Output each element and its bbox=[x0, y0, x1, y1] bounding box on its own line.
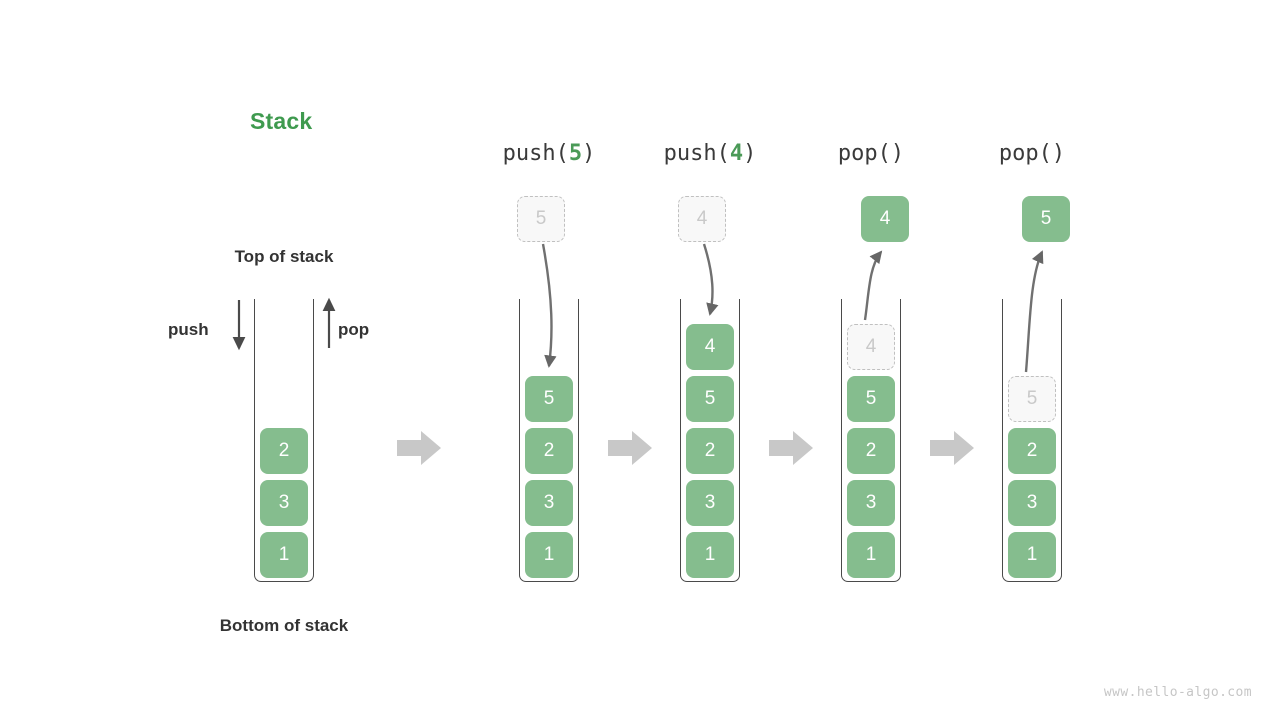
operation-paren: ) bbox=[1051, 141, 1066, 166]
stack-element: 1 bbox=[686, 532, 734, 578]
stack-container bbox=[1002, 299, 1062, 582]
stack-element: 3 bbox=[525, 480, 573, 526]
stack-container bbox=[680, 299, 740, 582]
operation-paren: ) bbox=[743, 141, 757, 166]
operation-paren: ) bbox=[582, 141, 596, 166]
bottom-of-stack-label: Bottom of stack bbox=[219, 616, 349, 635]
popped-value: 5 bbox=[1022, 196, 1070, 242]
stack-container bbox=[841, 299, 901, 582]
stack-element: 3 bbox=[1008, 480, 1056, 526]
operation-name: push( bbox=[502, 141, 569, 166]
stack-element: 3 bbox=[260, 480, 308, 526]
stack-element: 2 bbox=[686, 428, 734, 474]
operation-header: pop() bbox=[796, 141, 946, 166]
operation-name: push( bbox=[663, 141, 730, 166]
stack-element: 1 bbox=[847, 532, 895, 578]
operation-argument: 5 bbox=[568, 141, 583, 166]
operation-header: push(5) bbox=[474, 141, 624, 166]
right-arrow-icon bbox=[930, 431, 974, 465]
stack-element: 5 bbox=[525, 376, 573, 422]
stack-element-removed: 4 bbox=[847, 324, 895, 370]
pop-label: pop bbox=[338, 320, 370, 339]
operation-argument: 4 bbox=[729, 141, 744, 166]
pending-push-value: 4 bbox=[678, 196, 726, 242]
operation-name: pop( bbox=[998, 141, 1052, 166]
stack-element: 5 bbox=[847, 376, 895, 422]
stack-element: 2 bbox=[1008, 428, 1056, 474]
stack-element-removed: 5 bbox=[1008, 376, 1056, 422]
stack-element: 1 bbox=[525, 532, 573, 578]
stack-element: 5 bbox=[686, 376, 734, 422]
operation-paren: ) bbox=[890, 141, 905, 166]
right-arrow-icon bbox=[397, 431, 441, 465]
right-arrow-icon bbox=[769, 431, 813, 465]
stack-element: 2 bbox=[525, 428, 573, 474]
stack-container bbox=[254, 299, 314, 582]
stack-element: 1 bbox=[260, 532, 308, 578]
watermark: www.hello-algo.com bbox=[1103, 685, 1252, 700]
push-label: push bbox=[168, 320, 209, 339]
pending-push-value: 5 bbox=[517, 196, 565, 242]
operation-name: pop( bbox=[837, 141, 891, 166]
stack-element: 3 bbox=[847, 480, 895, 526]
stack-container bbox=[519, 299, 579, 582]
right-arrow-icon bbox=[608, 431, 652, 465]
page-title: Stack bbox=[250, 108, 313, 134]
stack-element: 2 bbox=[847, 428, 895, 474]
popped-value: 4 bbox=[861, 196, 909, 242]
stack-element: 1 bbox=[1008, 532, 1056, 578]
operation-header: push(4) bbox=[635, 141, 785, 166]
stack-element: 3 bbox=[686, 480, 734, 526]
top-of-stack-label: Top of stack bbox=[234, 247, 334, 266]
stack-element: 2 bbox=[260, 428, 308, 474]
operation-header: pop() bbox=[957, 141, 1107, 166]
stack-element: 4 bbox=[686, 324, 734, 370]
